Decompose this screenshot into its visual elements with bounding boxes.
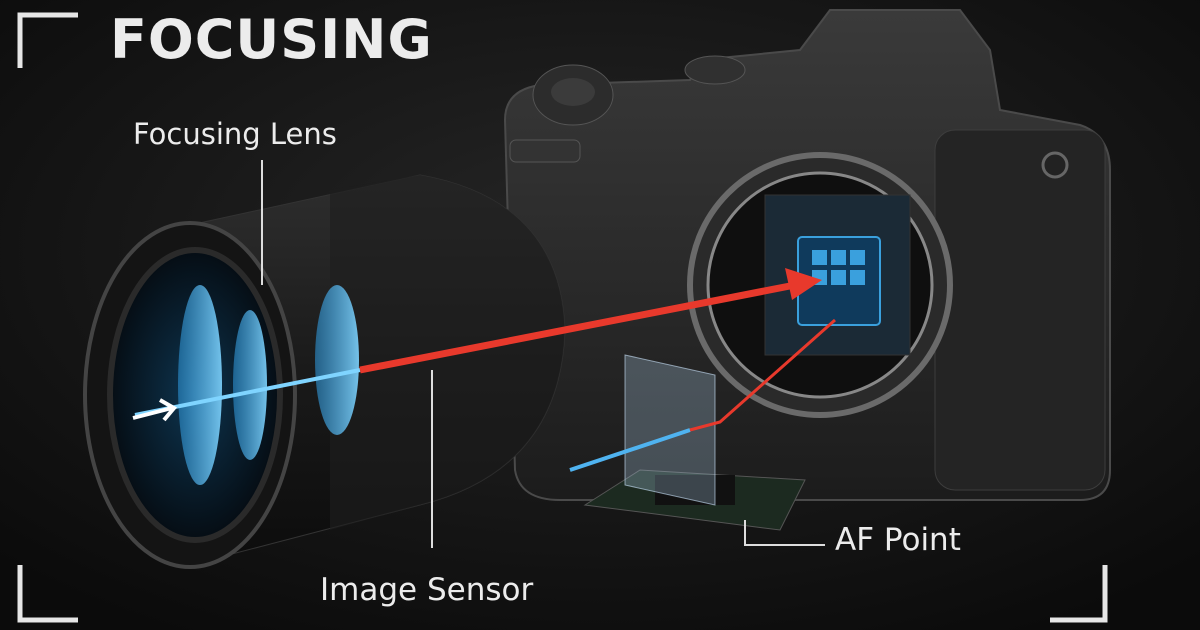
lens-element-1 [178, 285, 222, 485]
leader-lines [261, 160, 825, 548]
incoming-light-arrow [132, 398, 178, 422]
arrow-head [785, 268, 822, 300]
lens-element-3 [315, 285, 359, 435]
label-focusing-lens: Focusing Lens [133, 117, 337, 151]
lens-element-2 [233, 310, 267, 460]
light-beam-red [359, 281, 796, 374]
frame-brackets [17, 12, 1108, 623]
label-image-sensor: Image Sensor [320, 572, 534, 608]
af-beam-red [689, 318, 836, 432]
label-af-point: AF Point [835, 522, 961, 558]
af-grid [812, 250, 865, 285]
af-beam-blue [569, 428, 691, 472]
af-sensor-chip [583, 354, 806, 531]
lens-mount [687, 152, 953, 418]
page-title: FOCUSING [110, 8, 433, 71]
